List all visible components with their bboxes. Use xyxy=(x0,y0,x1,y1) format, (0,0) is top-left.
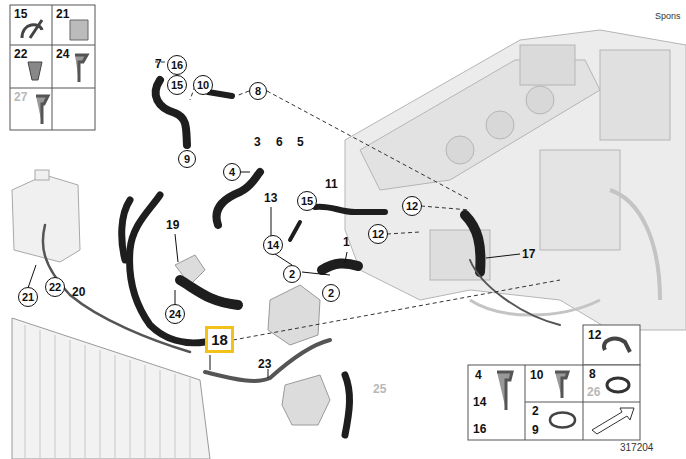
callout-circle: 9 xyxy=(178,150,196,168)
part-number: 3 xyxy=(254,136,261,148)
callout-circle: 15 xyxy=(297,191,317,211)
callout-number: 9 xyxy=(184,154,190,165)
inset-cell: 12 xyxy=(583,325,640,365)
part-number: 11 xyxy=(325,178,338,190)
callout-number: 24 xyxy=(56,48,69,60)
pipes xyxy=(43,225,560,381)
callout-circle: 12 xyxy=(402,196,422,216)
callout-number: 10 xyxy=(197,80,209,91)
inset-cell: 24 xyxy=(52,45,95,88)
callout-number: 14 xyxy=(473,396,486,408)
dashed-lines xyxy=(155,62,560,340)
part-number: 25 xyxy=(373,383,386,395)
inset-cell: 4 14 16 xyxy=(468,365,525,440)
callout-number: 14 xyxy=(267,240,279,251)
engine-block xyxy=(345,30,686,330)
part-number: 1 xyxy=(343,236,350,248)
sponsor-text: Spons xyxy=(655,12,681,21)
inset-cell: 10 xyxy=(525,365,583,402)
callout-circle: 10 xyxy=(193,75,213,95)
part-number: 23 xyxy=(258,358,271,370)
callout-circle: 2 xyxy=(322,284,340,302)
callout-circle: 24 xyxy=(165,304,185,324)
callout-number: 22 xyxy=(49,282,61,293)
expansion-tank xyxy=(12,170,80,262)
inset-cell: 22 xyxy=(10,45,52,88)
callout-number: 4 xyxy=(475,369,482,381)
callout-number: 16 xyxy=(171,60,183,71)
callout-number: 4 xyxy=(229,167,235,178)
leader-lines xyxy=(28,150,520,378)
part-number: 6 xyxy=(276,136,283,148)
callout-circle: 8 xyxy=(249,82,267,100)
inset-cell: 8 26 xyxy=(583,365,640,402)
inset-cell: 21 xyxy=(52,5,95,45)
callout-circle: 16 xyxy=(167,55,187,75)
callout-number: 27 xyxy=(14,91,27,103)
callout-number: 15 xyxy=(14,8,27,20)
callout-number: 12 xyxy=(588,329,601,341)
part-number: 13 xyxy=(264,192,277,204)
part-number: 7 xyxy=(155,58,162,70)
diagram-number: 317204 xyxy=(620,443,653,453)
callout-circle: 15 xyxy=(167,75,187,95)
callout-circle: 4 xyxy=(223,163,241,181)
inset-bottom-right xyxy=(468,325,640,440)
callout-circle: 22 xyxy=(45,277,65,297)
callout-circle: 2 xyxy=(283,265,301,283)
part-number: 17 xyxy=(522,248,535,260)
inset-cell: 15 xyxy=(10,5,52,45)
callout-number: 16 xyxy=(473,423,486,435)
callout-number: 15 xyxy=(301,196,313,207)
callout-number: 8 xyxy=(255,86,261,97)
callout-number: 12 xyxy=(372,229,384,240)
callout-number: 24 xyxy=(169,309,181,320)
callout-number: 2 xyxy=(328,288,334,299)
callout-number: 21 xyxy=(22,292,34,303)
callout-number: 21 xyxy=(56,8,69,20)
callout-number: 8 xyxy=(589,368,596,380)
callout-number: 10 xyxy=(530,369,543,381)
callout-number: 26 xyxy=(587,386,600,398)
callout-number: 12 xyxy=(406,201,418,212)
inset-top-left xyxy=(10,5,95,130)
callout-number: 2 xyxy=(289,269,295,280)
callout-circle: 12 xyxy=(368,224,388,244)
callout-number: 2 xyxy=(532,405,539,417)
inset-cell: 27 xyxy=(10,88,52,130)
callout-circle: 14 xyxy=(263,235,283,255)
callout-number: 15 xyxy=(171,80,183,91)
callout-number: 18 xyxy=(211,332,228,347)
callout-number: 9 xyxy=(532,424,539,436)
highlight-box: 18 xyxy=(205,326,234,353)
inset-cell: 29 xyxy=(525,402,583,440)
part-number: 5 xyxy=(297,136,304,148)
callout-number: 22 xyxy=(14,48,27,60)
coolant-hoses xyxy=(122,80,481,435)
part-number: 20 xyxy=(72,286,85,298)
callout-circle: 21 xyxy=(18,287,38,307)
part-number: 19 xyxy=(166,219,179,231)
